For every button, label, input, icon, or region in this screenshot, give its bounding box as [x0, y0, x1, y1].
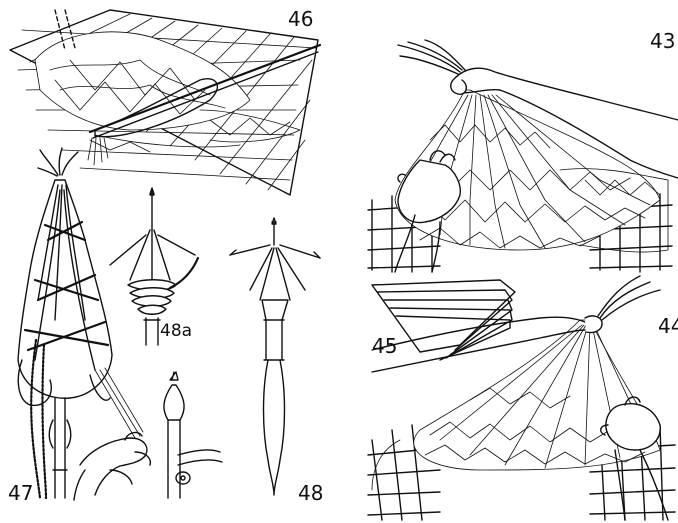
figure-43-hands-lifting-net: 43 [368, 29, 678, 272]
figure-label-47: 47 [8, 481, 33, 505]
figure-48-netting-needle: 48 [230, 218, 323, 505]
figure-label-48a: 48a [160, 321, 192, 341]
figure-44-hands-stretching-net: 44 [368, 276, 678, 520]
figure-label-44: 44 [658, 314, 678, 338]
figure-small-spindle [164, 372, 222, 498]
arm-top-44 [372, 276, 660, 372]
figure-48a-wrapped-needle: 48a [110, 188, 198, 345]
figure-label-46: 46 [288, 7, 313, 31]
figure-46-net-on-grid: 46 [10, 7, 320, 195]
figure-47-bundled-net: 47 [8, 148, 150, 505]
hand-47 [74, 433, 150, 500]
spindle-post-47 [49, 398, 71, 498]
figure-label-48: 48 [298, 481, 323, 505]
figure-label-45: 45 [372, 334, 397, 358]
figure-label-43: 43 [650, 29, 675, 53]
